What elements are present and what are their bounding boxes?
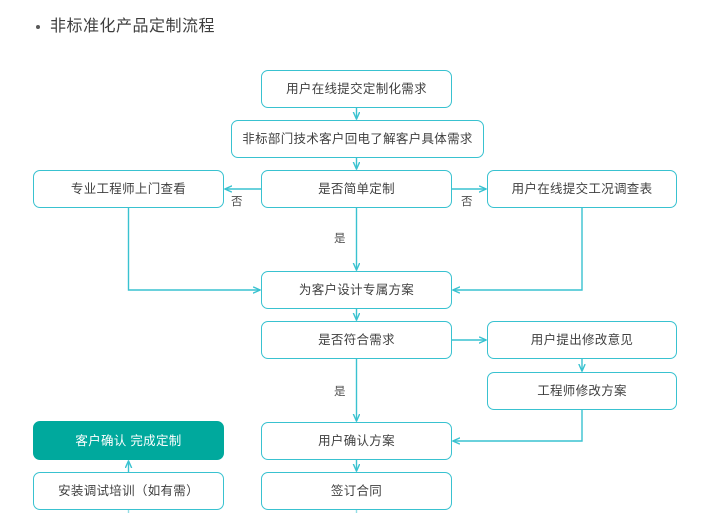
edge-label-no-right: 否 [461,195,473,209]
node-design-exclusive-plan[interactable]: 为客户设计专属方案 [261,271,452,309]
node-label: 用户确认方案 [318,434,395,448]
node-engineer-onsite-visit[interactable]: 专业工程师上门查看 [33,170,224,208]
node-label: 用户在线提交定制化需求 [286,82,427,96]
page-title-text: 非标准化产品定制流程 [50,18,216,35]
node-label: 签订合同 [330,484,383,498]
edge-n3-n6 [127,208,261,290]
node-label: 客户确认 完成定制 [75,433,182,448]
node-label: 为客户设计专属方案 [298,283,415,297]
edge-label-text: 是 [334,386,346,398]
edge-label-yes-top: 是 [334,232,346,246]
edge-label-text: 否 [231,196,243,208]
node-label: 是否简单定制 [318,182,395,196]
node-install-debug-training[interactable]: 安装调试培训（如有需） [33,472,224,510]
node-customer-confirm-complete[interactable]: 客户确认 完成定制 [33,421,224,460]
node-user-confirm-plan[interactable]: 用户确认方案 [261,422,452,460]
edge-label-text: 是 [334,233,346,245]
node-decision-simple-custom[interactable]: 是否简单定制 [261,170,452,208]
node-label: 专业工程师上门查看 [70,182,187,196]
edge-n5-n6 [453,208,583,290]
node-label: 用户提出修改意见 [530,333,634,347]
node-label: 安装调试培训（如有需） [58,484,199,498]
node-engineer-revise-plan[interactable]: 工程师修改方案 [487,372,677,410]
node-user-submit-request[interactable]: 用户在线提交定制化需求 [261,70,452,108]
node-department-callback[interactable]: 非标部门技术客户回电了解客户具体需求 [231,120,484,158]
node-label: 非标部门技术客户回电了解客户具体需求 [242,132,473,146]
node-user-revision-feedback[interactable]: 用户提出修改意见 [487,321,677,359]
node-submit-condition-survey[interactable]: 用户在线提交工况调查表 [487,170,677,208]
node-label: 工程师修改方案 [537,384,627,398]
edge-label-no-left: 否 [231,195,243,209]
bullet-dot-icon [36,25,40,29]
node-label: 是否符合需求 [318,333,395,347]
node-sign-contract[interactable]: 签订合同 [261,472,452,510]
edge-n9-n11 [453,410,583,441]
page-title: 非标准化产品定制流程 [36,17,215,37]
node-decision-meets-requirements[interactable]: 是否符合需求 [261,321,452,359]
node-label: 用户在线提交工况调查表 [511,182,653,196]
edge-label-yes-mid: 是 [334,385,346,399]
edge-label-text: 否 [461,196,473,208]
